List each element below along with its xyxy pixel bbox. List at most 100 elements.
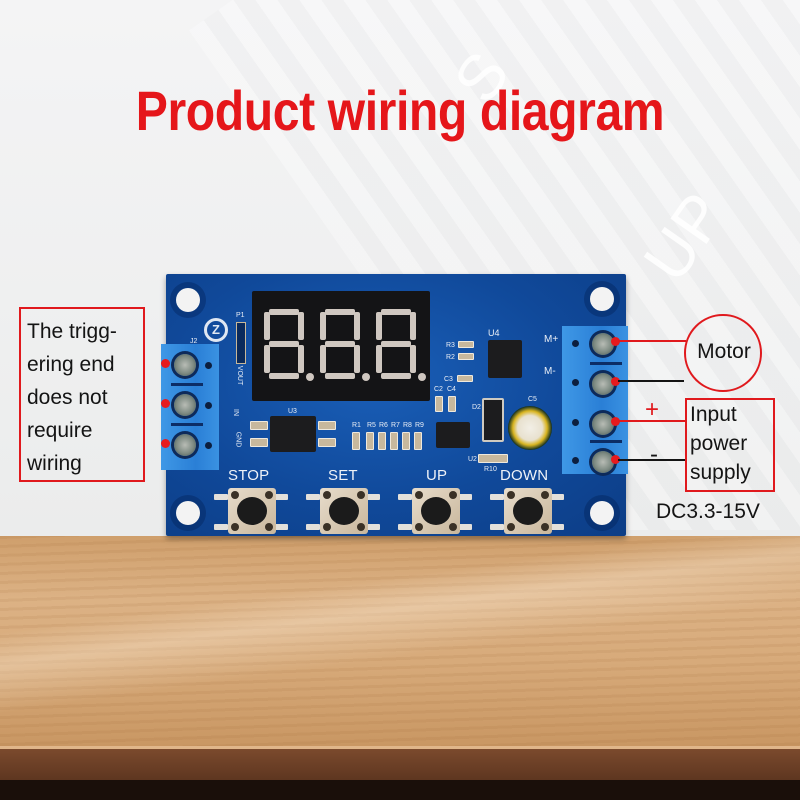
red-marker-dot bbox=[161, 399, 170, 408]
red-marker-dot bbox=[611, 417, 620, 426]
button-lead bbox=[306, 524, 320, 530]
silk-r9: R9 bbox=[415, 422, 424, 429]
terminal-screw-motor-plus[interactable] bbox=[592, 333, 614, 355]
silk-j2: J2 bbox=[190, 338, 198, 345]
red-marker-dot bbox=[161, 359, 170, 368]
silk-gnd: GND bbox=[234, 431, 242, 448]
silk-r1: R1 bbox=[352, 422, 361, 429]
button-cap bbox=[237, 497, 267, 525]
button-lead bbox=[550, 494, 564, 500]
voltage-regulator bbox=[436, 422, 470, 448]
terminal-screw-motor-minus[interactable] bbox=[592, 373, 614, 395]
wire-motor-plus bbox=[618, 340, 686, 342]
pin-header-p1 bbox=[236, 322, 246, 364]
trigger-note-text: The trigg- ering end does not require wi… bbox=[27, 315, 117, 480]
power-label-line: power bbox=[690, 432, 748, 455]
smd-pad bbox=[318, 438, 336, 447]
resistor-r2 bbox=[458, 353, 474, 360]
resistor-r9 bbox=[414, 432, 422, 450]
silk-r5: R5 bbox=[367, 422, 376, 429]
up-button-label: UP bbox=[426, 467, 448, 484]
relay-module-board: Z P1 J2 VOUT IN GND U3 R1 R5 bbox=[166, 274, 626, 536]
button-lead bbox=[214, 494, 228, 500]
button-lead bbox=[306, 494, 320, 500]
note-line: ering end bbox=[27, 353, 115, 376]
silk-r6: R6 bbox=[379, 422, 388, 429]
note-line: The trigg- bbox=[27, 320, 117, 343]
note-line: require bbox=[27, 419, 93, 442]
silk-c3: C3 bbox=[444, 376, 453, 383]
button-lead bbox=[274, 524, 288, 530]
button-cap bbox=[329, 497, 359, 525]
power-label-line: Input bbox=[690, 403, 737, 426]
button-lead bbox=[398, 524, 412, 530]
motor-symbol-circle bbox=[684, 314, 762, 392]
wire-motor-minus bbox=[618, 380, 684, 382]
button-lead bbox=[490, 524, 504, 530]
silk-p1: P1 bbox=[236, 312, 245, 319]
motor-power-terminal-block bbox=[562, 326, 628, 474]
terminal-screw-in[interactable] bbox=[174, 394, 196, 416]
silk-u2: U2 bbox=[468, 456, 477, 463]
voltage-range-label: DC3.3-15V bbox=[656, 500, 760, 523]
motor-label: Motor bbox=[697, 340, 751, 363]
silk-r10: R10 bbox=[484, 466, 497, 473]
note-line: wiring bbox=[27, 452, 82, 475]
set-button-label: SET bbox=[328, 467, 358, 484]
resistor-r10 bbox=[478, 454, 508, 463]
mounting-hole-bottom-left bbox=[176, 501, 200, 525]
resistor-r1 bbox=[352, 432, 360, 450]
terminal-screw-vout[interactable] bbox=[174, 354, 196, 376]
silk-vout: VOUT bbox=[236, 365, 244, 386]
down-button[interactable] bbox=[504, 488, 552, 534]
electrolytic-capacitor-c5 bbox=[508, 406, 552, 450]
wooden-table-surface bbox=[0, 536, 800, 746]
button-lead bbox=[458, 494, 472, 500]
display-digit-3 bbox=[374, 309, 426, 381]
note-line: does not bbox=[27, 386, 108, 409]
resistor-r6 bbox=[378, 432, 386, 450]
capacitor-c3 bbox=[457, 375, 473, 382]
silk-m-minus: M- bbox=[544, 366, 556, 377]
trigger-terminal-block bbox=[161, 344, 219, 470]
mounting-hole-bottom-right bbox=[590, 501, 614, 525]
smd-pad bbox=[318, 421, 336, 430]
terminal-screw-power-plus[interactable] bbox=[592, 413, 614, 435]
resistor-r8 bbox=[402, 432, 410, 450]
trigger-note-box: The trigg- ering end does not require wi… bbox=[19, 307, 145, 482]
optocoupler-chip bbox=[270, 416, 316, 452]
wire-power-plus bbox=[618, 420, 686, 422]
red-marker-dot bbox=[611, 337, 620, 346]
silk-in: IN bbox=[232, 409, 239, 416]
button-cap bbox=[421, 497, 451, 525]
silk-r2: R2 bbox=[446, 354, 455, 361]
wire-power-minus bbox=[618, 459, 686, 461]
page-title: Product wiring diagram bbox=[135, 79, 665, 142]
button-lead bbox=[398, 494, 412, 500]
red-marker-dot bbox=[611, 377, 620, 386]
power-label-line: supply bbox=[690, 461, 751, 484]
button-lead bbox=[490, 494, 504, 500]
set-button[interactable] bbox=[320, 488, 368, 534]
up-button[interactable] bbox=[412, 488, 460, 534]
seven-segment-display bbox=[252, 291, 430, 401]
silk-r8: R8 bbox=[403, 422, 412, 429]
silk-u3: U3 bbox=[288, 408, 297, 415]
button-lead bbox=[458, 524, 472, 530]
wooden-table-edge bbox=[0, 746, 800, 780]
silk-c4: C4 bbox=[447, 386, 456, 393]
mounting-hole-top-left bbox=[176, 288, 200, 312]
smd-pad bbox=[250, 421, 268, 430]
capacitor-c2 bbox=[435, 396, 443, 412]
terminal-screw-power-minus[interactable] bbox=[592, 451, 614, 473]
stop-button[interactable] bbox=[228, 488, 276, 534]
button-lead bbox=[214, 524, 228, 530]
motor-driver-ic bbox=[488, 340, 522, 378]
minus-sign: - bbox=[650, 441, 658, 468]
smd-pad bbox=[250, 438, 268, 447]
resistor-r3 bbox=[458, 341, 474, 348]
terminal-screw-gnd[interactable] bbox=[174, 434, 196, 456]
display-digit-1 bbox=[262, 309, 314, 381]
down-button-label: DOWN bbox=[500, 467, 549, 484]
button-lead bbox=[274, 494, 288, 500]
